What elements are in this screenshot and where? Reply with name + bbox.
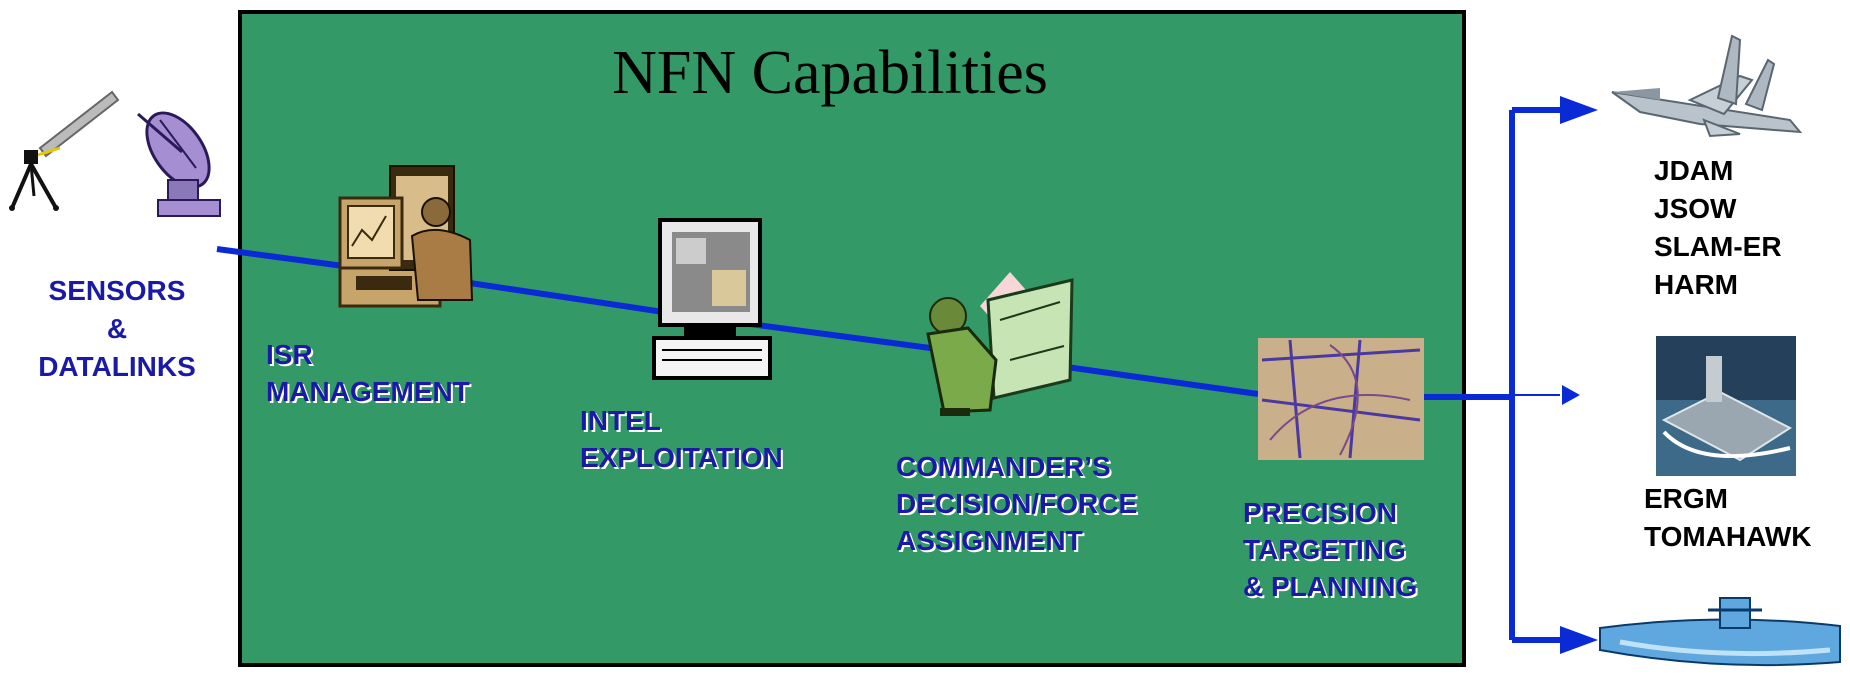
stage-isr-management: ISR MANAGEMENT [266, 339, 470, 407]
analyst-workstation-icon [338, 165, 474, 308]
arrowhead-air [1560, 96, 1598, 124]
output-arrows [1420, 107, 1560, 643]
sensors-label: SENSORS & DATALINKS [38, 275, 196, 382]
arrowhead-ship [1562, 385, 1580, 405]
ship-weapons-list: ERGM TOMAHAWK [1644, 483, 1812, 552]
commander-map-icon [926, 272, 1074, 416]
destroyer-ship-icon [1656, 336, 1796, 476]
computer-terminal-icon [652, 218, 772, 380]
arrowhead-sub [1560, 626, 1598, 654]
satellite-dish-icon [9, 90, 120, 211]
stage-intel-exploitation: INTEL EXPLOITATION [580, 405, 783, 473]
fighter-jet-icon [1611, 34, 1803, 138]
submarine-icon [1599, 597, 1841, 667]
target-map-icon [1258, 338, 1424, 460]
antenna-icon [137, 111, 221, 217]
air-weapons-list: JDAM JSOW SLAM-ER HARM [1654, 155, 1782, 300]
diagram-title: NFN Capabilities [612, 39, 1048, 107]
stage-precision-targeting: PRECISION TARGETING & PLANNING [1243, 497, 1418, 602]
stage-commander-decision: COMMANDER’S DECISION/FORCE ASSIGNMENT [896, 451, 1138, 556]
